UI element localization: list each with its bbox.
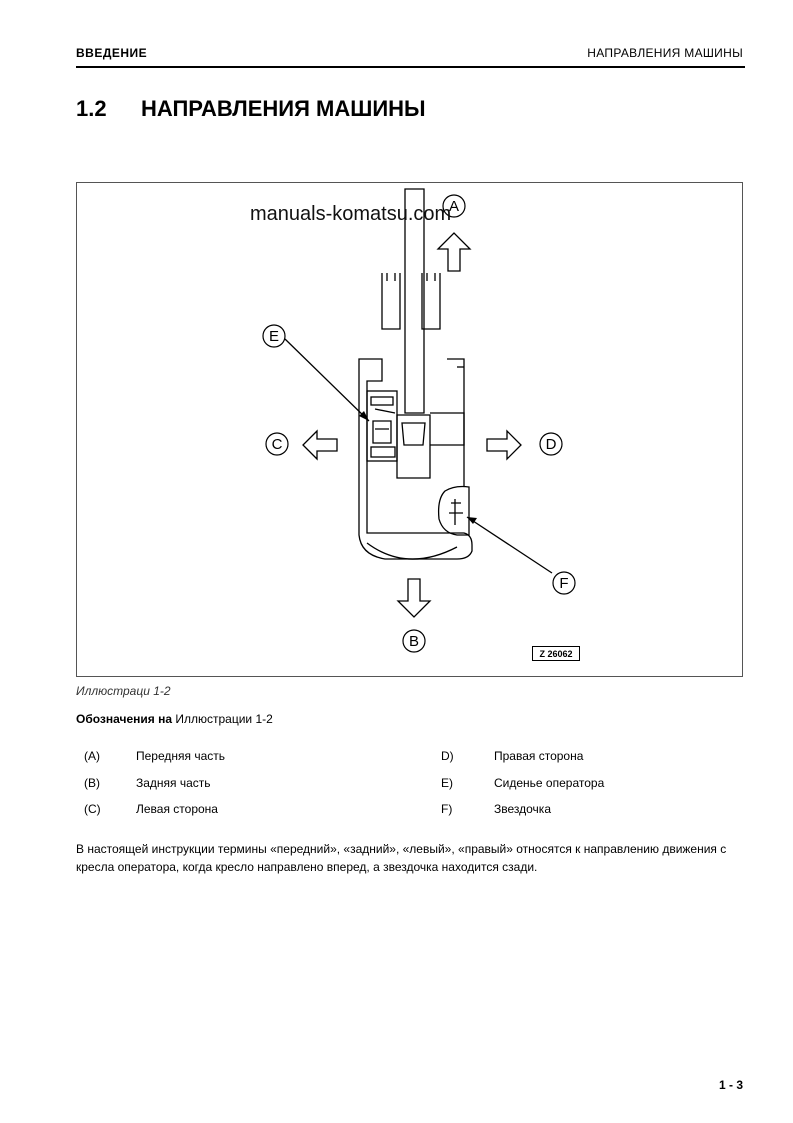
legend-row: (A) Передняя часть D) Правая сторона <box>76 749 743 765</box>
operator-seat <box>372 420 392 444</box>
cabin-window <box>370 396 394 406</box>
label-circle-a <box>442 194 466 218</box>
header-section: ВВЕДЕНИЕ <box>76 46 148 60</box>
counterweight <box>366 542 458 560</box>
label-circle-c <box>265 432 289 456</box>
label-circle-b <box>402 629 426 653</box>
seat-base <box>370 446 396 458</box>
legend-value: Звездочка <box>494 802 551 816</box>
front-bracket-left <box>381 273 401 330</box>
label-d: D <box>546 436 557 453</box>
body-right-side <box>447 358 465 487</box>
section-number: 1.2 <box>76 96 107 121</box>
swivel-block <box>396 414 431 479</box>
label-a: A <box>449 198 459 215</box>
machine-top-view-diagram: A B C D E F <box>262 188 576 653</box>
arrow-back <box>396 578 432 618</box>
page-title: 1.2 НАПРАВЛЕНИЯ МАШИНЫ <box>76 96 426 122</box>
legend-row: (C) Левая сторона F) Звездочка <box>76 802 743 818</box>
legend-value: Сиденье оператора <box>494 776 605 790</box>
legend-value: Левая сторона <box>136 802 218 816</box>
watermark-text: manuals-komatsu.com <box>250 203 452 225</box>
legend-title-bold: Обозначения на <box>76 712 173 726</box>
legend-key: (A) <box>84 749 100 763</box>
legend-value: Задняя часть <box>136 776 211 790</box>
label-circle-d <box>539 432 563 456</box>
page-number: 1 - 3 <box>718 1078 743 1092</box>
legend-value: Правая сторона <box>494 749 584 763</box>
legend-title-rest: Иллюстрации 1-2 <box>172 712 273 726</box>
section-title-text: НАПРАВЛЕНИЯ МАШИНЫ <box>141 96 426 121</box>
leader-line-e <box>284 338 370 422</box>
label-c: C <box>272 436 283 453</box>
label-f: F <box>559 575 568 592</box>
body-paragraph: В настоящей инструкции термины «передний… <box>76 842 727 874</box>
label-circle-f <box>552 571 576 595</box>
label-e: E <box>269 328 279 345</box>
legend-key: E) <box>441 776 453 790</box>
arrow-left <box>302 429 338 461</box>
boom <box>404 188 425 414</box>
leader-arrowhead-e <box>359 411 369 421</box>
label-b: B <box>409 633 419 650</box>
label-circle-e <box>262 324 286 348</box>
legend-value: Передняя часть <box>136 749 226 763</box>
front-bracket-right <box>421 273 441 330</box>
legend-row: (B) Задняя часть E) Сиденье оператора <box>76 776 743 792</box>
figure-caption: Иллюстраци 1-2 <box>76 684 171 698</box>
machine-directions-figure: A B C D E F manuals-komatsu.com Z 26062 <box>76 182 743 677</box>
legend-key: D) <box>441 749 454 763</box>
legend-key: (C) <box>84 802 101 816</box>
header-divider <box>76 66 745 68</box>
legend-key: (B) <box>84 776 100 790</box>
sprocket <box>437 485 470 536</box>
right-plate <box>430 412 465 446</box>
leader-line-f <box>466 516 553 574</box>
arrow-right <box>486 429 522 461</box>
leader-arrowhead-f <box>467 517 477 524</box>
legend-title: Обозначения на Иллюстрации 1-2 <box>76 712 273 726</box>
arrow-forward <box>436 232 472 272</box>
legend-key: F) <box>441 802 453 816</box>
header-chapter: НАПРАВЛЕНИЯ МАШИНЫ <box>587 46 743 60</box>
machine-body <box>358 358 473 560</box>
figure-code: Z 26062 <box>532 646 580 661</box>
